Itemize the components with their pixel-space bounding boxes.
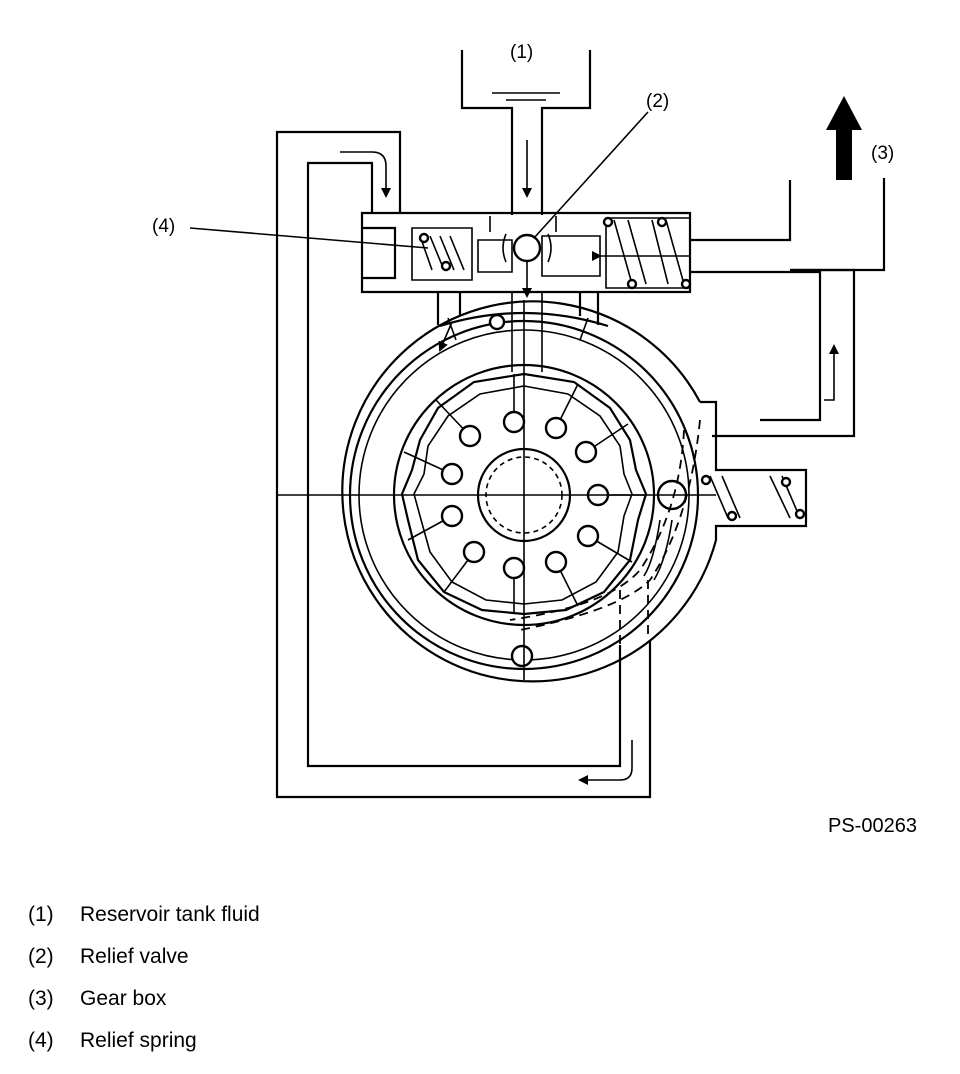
legend-number: (3) (28, 987, 54, 1010)
legend-item: (1) Reservoir tank fluid (28, 903, 260, 945)
callout-3: (3) (871, 143, 894, 164)
gear-box-output-arrow (826, 96, 862, 180)
callout-2: (2) (646, 91, 669, 112)
return-line (275, 130, 652, 799)
legend-text: Reservoir tank fluid (80, 903, 260, 926)
legend-text: Gear box (80, 987, 167, 1010)
valve-body (360, 178, 886, 438)
legend-item: (3) Gear box (28, 987, 260, 1029)
reservoir-tank (460, 50, 592, 215)
legend-text: Relief spring (80, 1029, 197, 1052)
callout-4: (4) (152, 216, 175, 237)
legend-text: Relief valve (80, 945, 189, 968)
power-steering-pump-diagram: (1) (2) (3) (4) (152, 42, 894, 799)
legend-item: (2) Relief valve (28, 945, 260, 987)
legend: (1) Reservoir tank fluid (2) Relief valv… (28, 903, 260, 1071)
callout-1: (1) (510, 42, 533, 63)
center-lines (277, 300, 716, 680)
leader-lines (189, 111, 649, 249)
pump-housing (341, 300, 808, 760)
flow-arrows (340, 140, 839, 785)
legend-item: (4) Relief spring (28, 1029, 260, 1071)
legend-number: (4) (28, 1029, 54, 1052)
legend-number: (1) (28, 903, 54, 926)
legend-number: (2) (28, 945, 54, 968)
reference-code: PS-00263 (828, 815, 917, 837)
